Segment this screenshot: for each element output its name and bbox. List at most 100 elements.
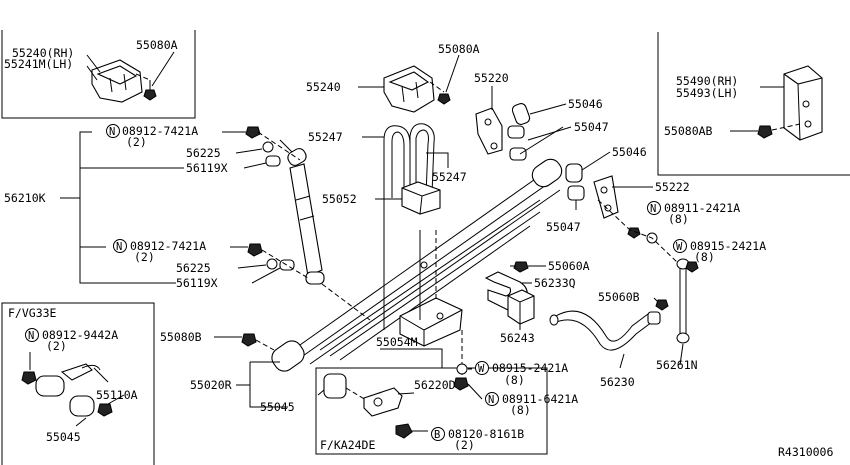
reference-number: R4310006 bbox=[778, 445, 833, 459]
label-56220d: 56220D bbox=[414, 378, 456, 392]
label-55045-inset: 55045 bbox=[46, 430, 81, 444]
bushing-fka24de bbox=[323, 373, 347, 399]
label-55080ab: 55080AB bbox=[664, 124, 713, 138]
bracket-55240-inset bbox=[91, 59, 143, 103]
label-55052: 55052 bbox=[322, 192, 357, 206]
label-08912-9442a: 08912-9442A bbox=[42, 328, 118, 342]
spring-seat-55054m bbox=[399, 297, 463, 347]
label-fka24de: F/KA24DE bbox=[320, 438, 375, 452]
symbol-b: B bbox=[434, 429, 440, 441]
label-55110a: 55110A bbox=[96, 388, 138, 402]
circle-n-symbol bbox=[25, 328, 39, 342]
shackle-55220 bbox=[475, 107, 503, 155]
qty-08120-8161b: (2) bbox=[454, 438, 475, 452]
label-56225-bottom: 56225 bbox=[176, 261, 211, 275]
label-56261n: 56261N bbox=[656, 358, 698, 372]
bushing-55047-rear bbox=[567, 185, 585, 201]
symbol-n: N bbox=[488, 394, 494, 406]
label-55240: 55240 bbox=[306, 80, 341, 94]
qty-08912-9442a: (2) bbox=[46, 339, 67, 353]
label-55220: 55220 bbox=[474, 71, 509, 85]
label-55060a: 55060A bbox=[548, 259, 590, 273]
label-55490-rh: 55490(RH) bbox=[676, 74, 738, 88]
bolt-55060a bbox=[510, 261, 529, 273]
nut-55080b bbox=[241, 333, 257, 347]
label-08915-2421a-upper: 08915-2421A bbox=[690, 239, 766, 253]
symbol-w: W bbox=[478, 363, 485, 375]
circle-n-symbol bbox=[113, 239, 127, 253]
label-55045: 55045 bbox=[260, 400, 295, 414]
washer-56225-bottom bbox=[266, 258, 278, 270]
washer-56225-top bbox=[262, 141, 274, 153]
bracket-56210k bbox=[79, 131, 92, 284]
label-55080a: 55080A bbox=[438, 42, 480, 56]
label-55247-right: 55247 bbox=[432, 170, 467, 184]
nut-08912-top bbox=[245, 126, 261, 139]
label-55080a-inset: 55080A bbox=[136, 38, 178, 52]
label-55046-front: 55046 bbox=[568, 97, 603, 111]
label-55240-rh: 55240(RH) bbox=[12, 46, 74, 60]
inset-frame-fka24de bbox=[315, 367, 548, 455]
u-bolt-55247 bbox=[383, 123, 435, 198]
qty-08915-2421a-lower: (8) bbox=[504, 373, 525, 387]
bolt-55080a-inset bbox=[143, 80, 157, 101]
label-56230: 56230 bbox=[600, 375, 635, 389]
circle-b-symbol bbox=[431, 427, 445, 441]
label-fvg33e: F/VG33E bbox=[8, 306, 57, 320]
label-08120-8161b: 08120-8161B bbox=[448, 427, 524, 441]
symbol-n: N bbox=[28, 330, 34, 342]
label-56119x-top: 56119X bbox=[186, 161, 228, 175]
bolt-55060b bbox=[655, 299, 669, 311]
label-55060b: 55060B bbox=[598, 290, 640, 304]
label-56233q: 56233Q bbox=[534, 276, 576, 290]
label-55247-left: 55247 bbox=[308, 130, 343, 144]
qty-08912-7421a-top: (2) bbox=[126, 135, 147, 149]
label-55046-rear: 55046 bbox=[612, 145, 647, 159]
shackle-55222 bbox=[593, 175, 619, 219]
label-56119x-bottom: 56119X bbox=[176, 276, 218, 290]
circle-w-symbol bbox=[673, 239, 687, 253]
bracket-55045 bbox=[249, 362, 288, 408]
bushing-55046-rear bbox=[565, 163, 583, 183]
circle-w-symbol bbox=[475, 361, 489, 375]
bolt-55080a bbox=[437, 93, 451, 105]
inset-frame-top-left bbox=[1, 30, 196, 119]
bushing-56119x-top bbox=[265, 155, 281, 167]
circle-n-symbol bbox=[647, 201, 661, 215]
inset-frame-top-right bbox=[657, 32, 850, 176]
symbol-n: N bbox=[116, 241, 122, 253]
inset-frame-fvg33e bbox=[1, 302, 155, 465]
qty-08911-6421a: (8) bbox=[510, 403, 531, 417]
bushing-56243 bbox=[507, 289, 535, 325]
label-56225-top: 56225 bbox=[186, 146, 221, 160]
label-56210k: 56210K bbox=[4, 191, 46, 205]
washer-08915-lower bbox=[456, 363, 468, 375]
label-55241m-lh: 55241M(LH) bbox=[4, 57, 73, 71]
pin-56220d bbox=[363, 387, 403, 417]
inset-frame-connector bbox=[380, 348, 443, 368]
symbol-n: N bbox=[650, 203, 656, 215]
label-55080b: 55080B bbox=[160, 330, 202, 344]
symbol-n: N bbox=[109, 126, 115, 138]
leaf-spring-55020r bbox=[271, 158, 563, 372]
label-08912-7421a-top: 08912-7421A bbox=[122, 124, 198, 138]
label-55054m: 55054M bbox=[376, 335, 418, 349]
label-55222: 55222 bbox=[655, 180, 690, 194]
shock-absorber-upper bbox=[279, 139, 325, 285]
circle-n-symbol bbox=[106, 124, 120, 138]
label-08911-6421a: 08911-6421A bbox=[502, 392, 578, 406]
bolt-08120 bbox=[395, 423, 413, 439]
label-08912-7421a-bottom: 08912-7421A bbox=[130, 239, 206, 253]
circle-n-symbol bbox=[485, 392, 499, 406]
stabilizer-bar-56230 bbox=[549, 310, 661, 351]
qty-08911-2421a: (8) bbox=[668, 212, 689, 226]
label-08915-2421a-lower: 08915-2421A bbox=[492, 361, 568, 375]
bracket-55240 bbox=[383, 65, 435, 113]
nut-08911-lower bbox=[453, 377, 469, 391]
label-55047-front: 55047 bbox=[574, 120, 609, 134]
label-55020r: 55020R bbox=[190, 378, 232, 392]
link-56261n bbox=[676, 258, 699, 344]
qty-08915-2421a-upper: (8) bbox=[694, 250, 715, 264]
nut-08912-bottom bbox=[247, 243, 263, 257]
